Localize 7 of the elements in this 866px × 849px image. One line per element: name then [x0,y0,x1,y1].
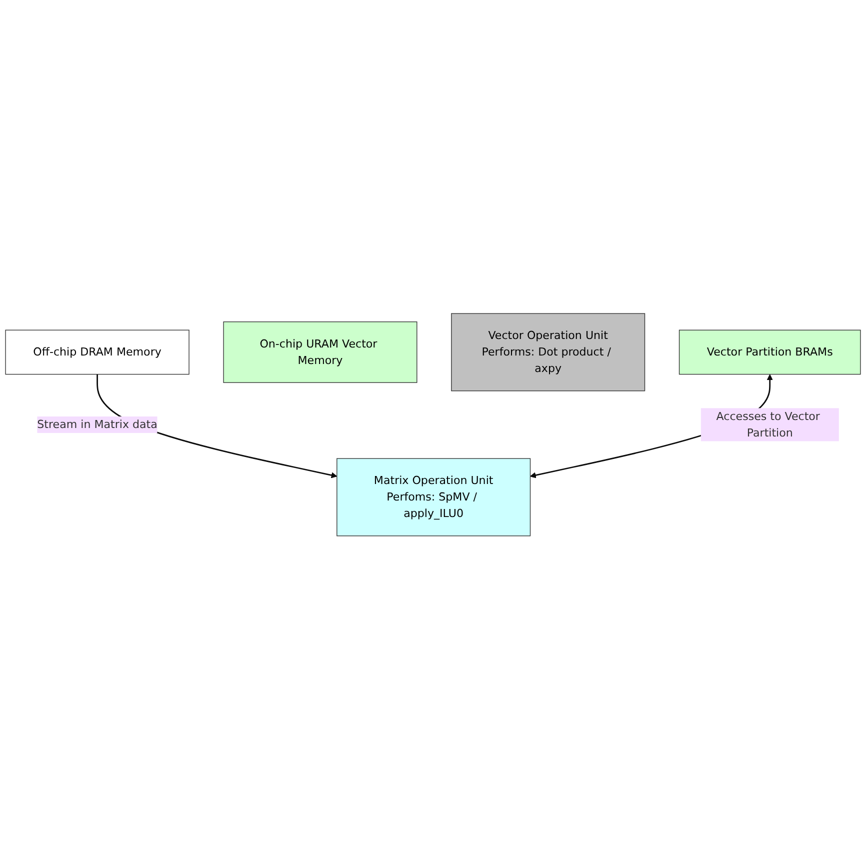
node-box: Off-chip DRAM Memory [5,330,190,374]
edge-label: Stream in Matrix data [37,418,158,431]
node-box: Matrix Operation Unit Perfoms: SpMV / apply_ILU0 [336,458,531,536]
node-box: Vector Partition BRAMs [678,330,861,374]
edge-label: Accesses to Vector Partition [716,409,820,439]
node-box: Vector Operation Unit Performs: Dot product / axpy [451,312,646,391]
node-box: On-chip URAM Vector Memory [223,321,418,383]
